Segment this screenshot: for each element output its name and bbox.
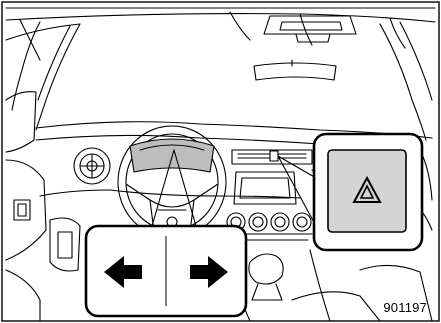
windshield-frame — [6, 22, 432, 140]
center-dash-vents — [232, 150, 312, 164]
infotainment-screen — [234, 172, 296, 204]
left-air-vent — [74, 148, 110, 184]
left-door-panel — [6, 92, 80, 321]
rearview-mirror — [254, 60, 336, 80]
overhead-console — [264, 16, 356, 42]
figure-number: 901197 — [383, 300, 427, 315]
turn-signal-callout — [86, 226, 246, 316]
hazard-button — [328, 150, 406, 232]
gear-shifter — [226, 250, 380, 321]
roof-headliner — [6, 8, 435, 60]
hazard-callout — [314, 134, 422, 250]
